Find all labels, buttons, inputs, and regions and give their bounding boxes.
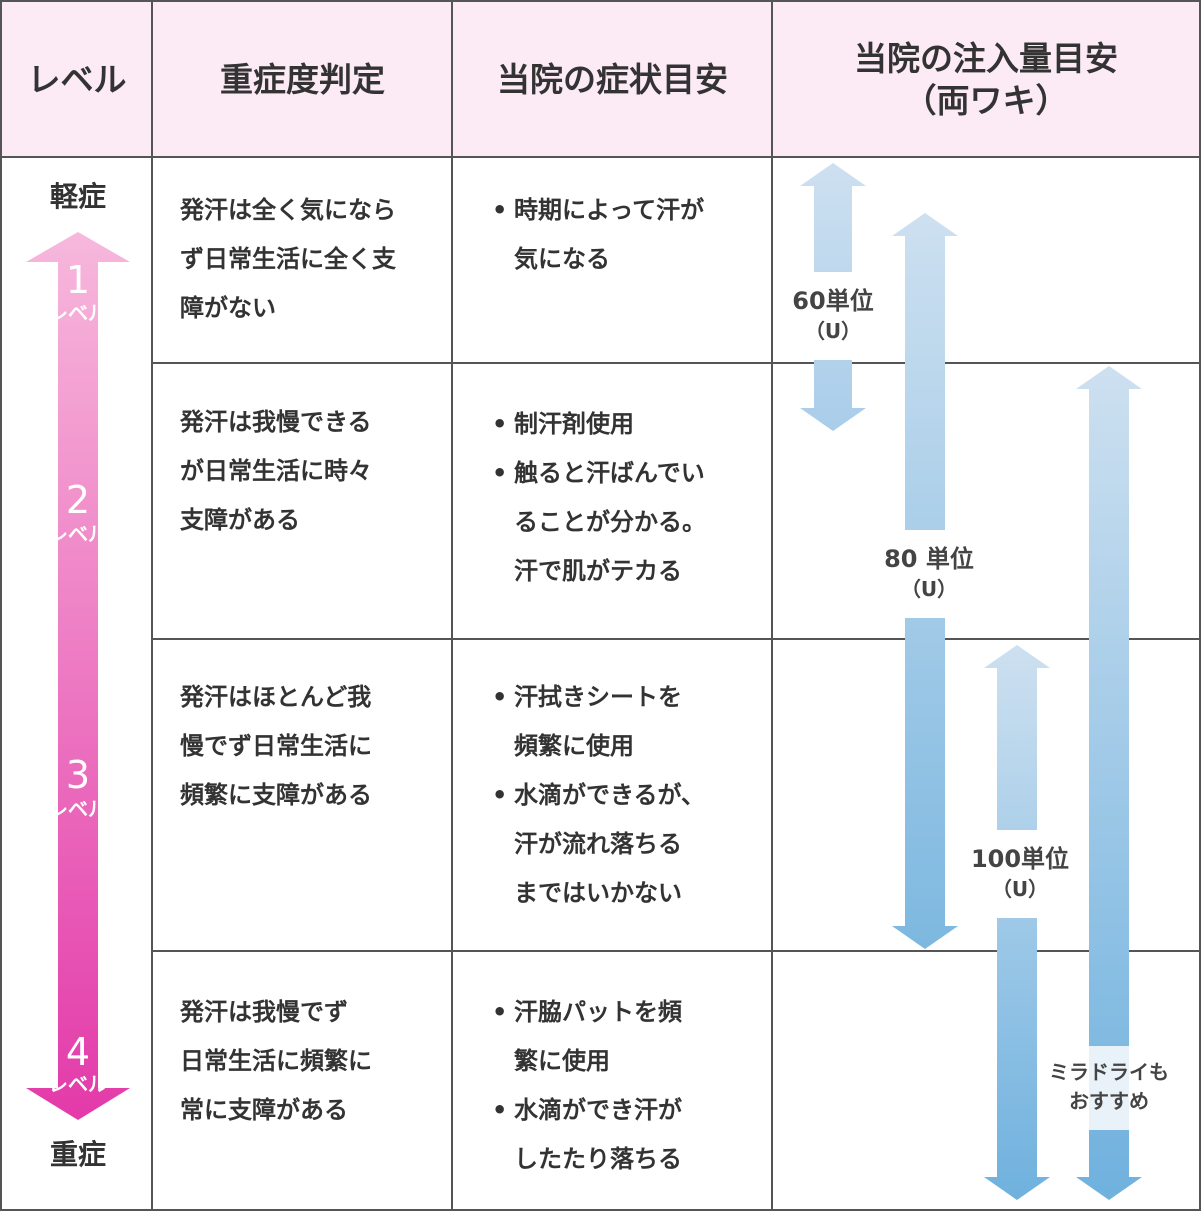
header-divider [0, 156, 1201, 158]
miradry-arrow [1076, 366, 1142, 1200]
col-divider-2 [451, 0, 453, 1211]
severity-level-1: 発汗は全く気にならず日常生活に全く支障がない [180, 196, 396, 322]
miradry-recommend-label: ミラドライも おすすめ [1049, 1060, 1169, 1113]
dose-arrow-100 [984, 645, 1050, 1200]
dose-label-80-backing [902, 530, 948, 618]
dose-amount-80: 80 単位 [884, 545, 974, 573]
header-row-background [2, 2, 1199, 157]
level-4-label: レベル [48, 1072, 108, 1096]
level-3-label: レベル [48, 797, 108, 821]
level-arrow [26, 232, 130, 1120]
severity-level-3: 発汗はほとんど我慢でず日常生活に頻繁に支障がある [180, 683, 372, 809]
header-level: レベル [27, 59, 127, 99]
dose-amount-60: 60単位 [792, 287, 874, 315]
symptom-bullet: 制汗剤使用 [488, 400, 758, 449]
level-4-number: 4 [66, 1030, 90, 1074]
level-2-label: レベル [48, 522, 108, 546]
border-right [1199, 0, 1201, 1211]
severe-label: 重症 [49, 1138, 106, 1171]
dose-unit-100: （U） [991, 877, 1049, 901]
dose-label-100-backing [994, 830, 1040, 918]
header-dose: 当院の注入量目安（両ワキ） [773, 2, 1199, 157]
row-divider-2 [151, 638, 1201, 640]
level-2-number: 2 [66, 478, 90, 522]
recommend-backing [1089, 1046, 1129, 1130]
dose-label-60: 60単位 （U） [773, 286, 893, 346]
dose-label-100: 100単位 （U） [955, 844, 1085, 904]
level-1-number: 1 [66, 258, 90, 302]
row-divider-3 [151, 950, 1201, 952]
severity-level-2: 発汗は我慢できるが日常生活に時々支障がある [180, 408, 372, 534]
dose-amount-100: 100単位 [970, 845, 1070, 873]
dose-unit-80: （U） [900, 577, 958, 601]
header-symptoms: 当院の症状目安 [497, 59, 728, 99]
row-divider-1 [151, 362, 1201, 364]
severity-level-4: 発汗は我慢でず日常生活に頻繁に常に支障がある [180, 998, 372, 1124]
level-1-label: レベル [48, 301, 108, 325]
level-3-number: 3 [66, 753, 90, 797]
border-top [0, 0, 1201, 2]
dose-label-60-backing [808, 272, 858, 360]
header-dose-line2: （両ワキ） [903, 80, 1069, 120]
border-bottom [0, 1209, 1201, 1211]
dose-label-80: 80 単位 （U） [864, 544, 994, 604]
dose-unit-60: （U） [804, 319, 862, 343]
border-left [0, 0, 2, 1211]
header-dose-line1: 当院の注入量目安 [854, 38, 1118, 78]
mild-label: 軽症 [49, 180, 106, 213]
col-divider-3 [771, 0, 773, 1211]
header-severity: 重症度判定 [220, 59, 385, 99]
col-divider-1 [151, 0, 153, 1211]
